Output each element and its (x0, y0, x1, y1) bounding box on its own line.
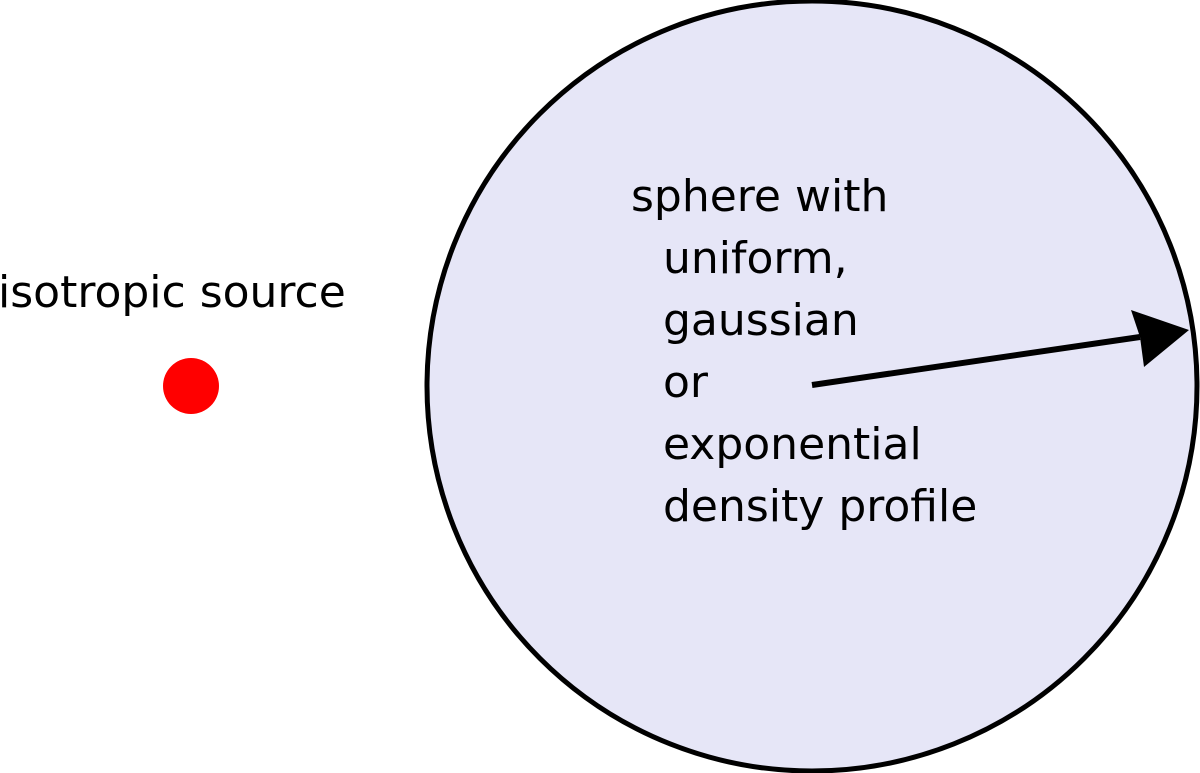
isotropic-source-dot (163, 358, 219, 414)
sphere-label-line-2: uniform, (663, 233, 848, 284)
radius-arrow-head (1131, 310, 1189, 367)
radius-arrow-shaft (811, 334, 1141, 388)
sphere-label-line-1: sphere with (631, 171, 889, 222)
isotropic-source-label: isotropic source (0, 267, 346, 318)
sphere-label-line-6: density profile (663, 481, 978, 532)
sphere-label-line-3: gaussian (663, 295, 859, 346)
sphere-label-line-5: exponential (663, 419, 922, 470)
density-sphere (424, 0, 1200, 773)
sphere-label-line-4: or (663, 357, 709, 408)
